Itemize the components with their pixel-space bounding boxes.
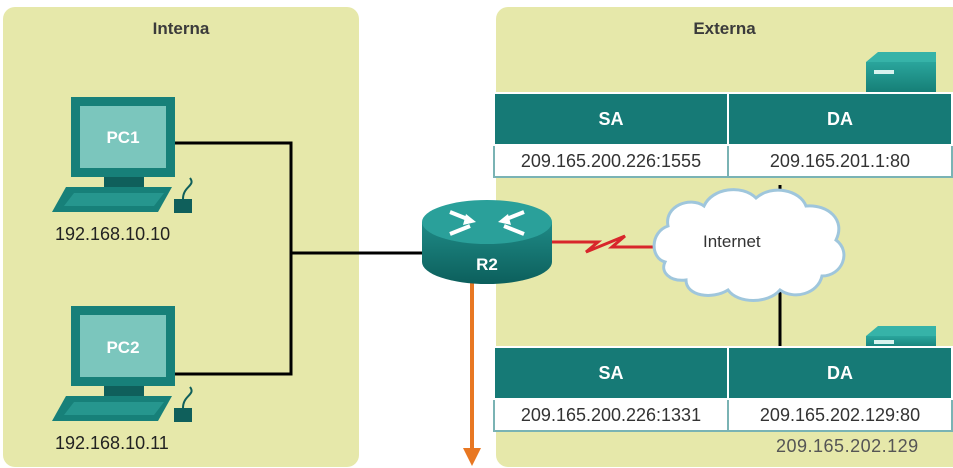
pc1-label: PC1	[106, 128, 139, 147]
server-icon	[866, 52, 936, 96]
source-address-cell: 209.165.200.226:1331	[493, 398, 729, 432]
arrow-down-icon	[463, 282, 481, 466]
pc-icon: PC2	[52, 306, 193, 422]
destination-address-cell: 209.165.202.129:80	[727, 398, 953, 432]
pc2-ip: 192.168.10.11	[55, 433, 169, 453]
router-icon: R2	[422, 200, 552, 284]
nat-header-row: SA DA	[493, 92, 953, 146]
nat-data-row: 209.165.200.226:1555 209.165.201.1:80	[493, 144, 953, 178]
destination-address-cell: 209.165.201.1:80	[727, 144, 953, 178]
cloud-icon	[652, 188, 846, 302]
cloud-label: Internet	[703, 232, 761, 251]
nat-header-row: SA DA	[493, 346, 953, 400]
source-address-cell: 209.165.200.226:1555	[493, 144, 729, 178]
nat-data-row: 209.165.200.226:1331 209.165.202.129:80	[493, 398, 953, 432]
pc1-ip: 192.168.10.10	[55, 224, 171, 244]
source-address-header: SA	[493, 346, 729, 400]
serial-link	[546, 234, 662, 254]
server-ip: 209.165.202.129	[776, 436, 919, 456]
internal-zone-title: Interna	[152, 19, 210, 38]
internal-zone: Interna	[3, 7, 359, 467]
external-zone-title: Externa	[693, 19, 756, 38]
pc2-label: PC2	[106, 338, 139, 357]
pc-icon: PC1	[52, 97, 193, 213]
source-address-header: SA	[493, 92, 729, 146]
nat-table-upper: SA DA 209.165.200.226:1555 209.165.201.1…	[493, 92, 953, 178]
router-label: R2	[476, 255, 498, 274]
lan-links	[175, 141, 424, 376]
destination-address-header: DA	[727, 346, 953, 400]
nat-table-lower: SA DA 209.165.200.226:1331 209.165.202.1…	[493, 346, 953, 432]
destination-address-header: DA	[727, 92, 953, 146]
